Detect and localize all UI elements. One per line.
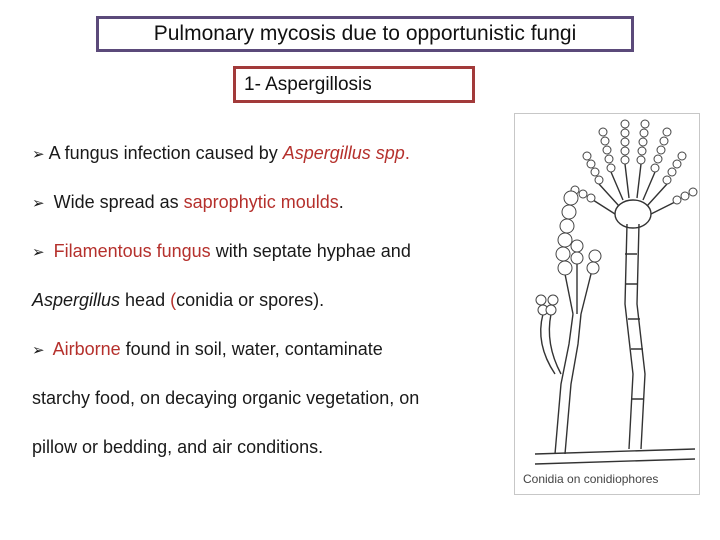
slide-title-box: Pulmonary mycosis due to opportunistic f… [96, 16, 634, 52]
bullet-3-highlight: Filamentous fungus [53, 241, 211, 261]
arrow-bullet-icon: ➢ [32, 194, 45, 212]
arrow-bullet-icon: ➢ [32, 243, 45, 261]
bullet-3-conidia: conidia or spores). [176, 290, 325, 310]
slide-title: Pulmonary mycosis due to opportunistic f… [153, 22, 577, 45]
bullet-1-period: . [404, 143, 410, 163]
arrow-bullet-icon: ➢ [32, 341, 45, 359]
bullet-4-line-3: pillow or bedding, and air conditions. [32, 437, 324, 457]
figure-caption: Conidia on conidiophores [523, 472, 659, 486]
bullet-4: ➢ Airborne found in soil, water, contami… [32, 339, 383, 360]
bullet-3-paren: ( [170, 290, 177, 310]
slide-subtitle: 1- Aspergillosis [244, 73, 372, 95]
bullet-3: ➢ Filamentous fungus with septate hyphae… [32, 241, 411, 262]
bullet-4-highlight: Airborne [52, 339, 121, 359]
bullet-2-highlight: saprophytic moulds [183, 192, 339, 212]
slide-subtitle-box: 1- Aspergillosis [233, 66, 475, 103]
arrow-bullet-icon: ➢ [32, 145, 45, 163]
bullet-1-genus: Aspergillus spp [282, 143, 405, 163]
bullet-3-text: with septate hyphae and [210, 241, 411, 261]
conidiophore-drawing [534, 119, 698, 465]
bullet-3-continued: Aspergillus head (conidia or spores). [32, 290, 324, 311]
bullet-1: ➢A fungus infection caused by Aspergillu… [32, 143, 410, 164]
bullet-4-line-2: starchy food, on decaying organic vegeta… [32, 388, 420, 408]
bullet-3-head: head [120, 290, 171, 310]
aspergillus-illustration: Conidia on conidiophores [514, 113, 700, 495]
bullet-2-period: . [338, 192, 344, 212]
bullet-2-text: Wide spread as [53, 192, 184, 212]
bullet-3-genus: Aspergillus [32, 290, 121, 310]
bullet-4-text: found in soil, water, contaminate [120, 339, 383, 359]
bullet-1-text: A fungus infection caused by [48, 143, 283, 163]
bullet-2: ➢ Wide spread as saprophytic moulds. [32, 192, 344, 213]
